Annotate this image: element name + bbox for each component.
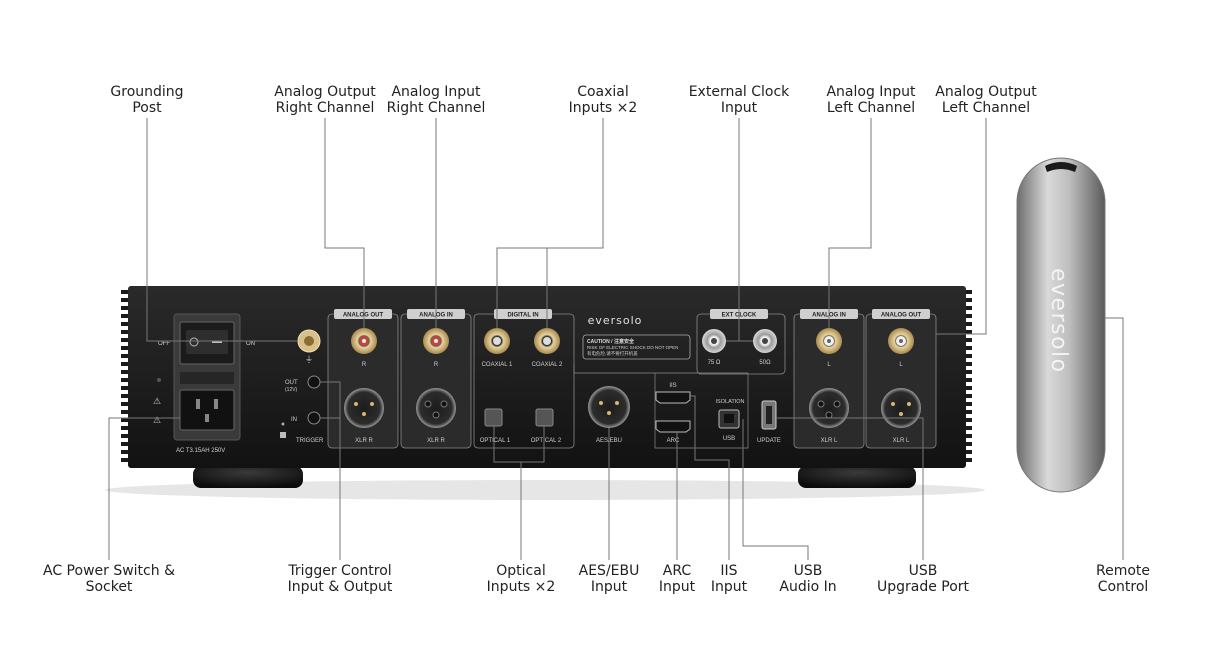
heatsink-right xyxy=(962,290,972,462)
analog-out-r-label: R xyxy=(362,362,367,368)
analog-out-l-label: L xyxy=(899,362,903,368)
analog-in-r-section xyxy=(400,309,472,449)
hdmi-usb-outline xyxy=(573,365,749,449)
aes-ebu-port xyxy=(588,386,630,428)
xlr-l-in-label: XLR L xyxy=(821,438,838,444)
warning-icon-1: ⚠ xyxy=(153,396,161,406)
usb-b-port xyxy=(718,409,740,429)
trigger-ports xyxy=(280,375,321,438)
caution-title: CAUTION / 注意安全 xyxy=(587,338,635,345)
optical2-label: OPTICAL 2 xyxy=(531,438,562,444)
xlr-r-in-label: XLR R xyxy=(427,438,445,444)
update-usb-port xyxy=(761,400,777,430)
ext-clock-section xyxy=(696,309,786,375)
analog-out-r-section xyxy=(327,309,399,449)
analog-in-l-label: L xyxy=(827,362,831,368)
usb-label: USB xyxy=(723,436,735,442)
foot-right xyxy=(798,466,916,488)
xlr-r-out-label: XLR R xyxy=(355,438,373,444)
update-label: UPDATE xyxy=(757,438,781,444)
power-on-label: ON xyxy=(246,341,255,347)
brand-logo: eversolo xyxy=(588,314,643,327)
heatsink-left xyxy=(121,290,131,462)
trigger-out-label: OUT xyxy=(285,380,298,386)
xlr-l-out-label: XLR L xyxy=(893,438,910,444)
svg-text:⏚: ⏚ xyxy=(305,355,313,364)
arc-label: ARC xyxy=(667,438,680,444)
ohm75-label: 75 Ω xyxy=(708,360,721,366)
trigger-label: TRIGGER xyxy=(296,438,324,444)
optical1-label: OPTICAL 1 xyxy=(480,438,511,444)
iis-port xyxy=(655,391,691,404)
caution-line-2: 有电危险,请不要打开机盖 xyxy=(587,350,638,357)
analog-in-l-section xyxy=(793,309,865,449)
isolation-label: ISOLATION xyxy=(716,399,745,405)
coaxial2-label: COAXIAL 2 xyxy=(532,362,563,368)
screw xyxy=(157,378,161,382)
warning-icon-2: ⚠ xyxy=(153,415,161,425)
analog-out-l-header: ANALOG OUT xyxy=(881,313,922,319)
analog-out-r-header: ANALOG OUT xyxy=(343,313,384,319)
trigger-in-label: IN xyxy=(291,417,297,423)
foot-left xyxy=(193,466,303,488)
leader-lines xyxy=(108,118,1124,560)
iis-label: IIS xyxy=(669,383,676,389)
analog-in-r-label: R xyxy=(434,362,439,368)
caution-box xyxy=(582,334,691,360)
power-off-label: OFF xyxy=(158,341,170,347)
callout-ac-power: AC Power Switch &Socket xyxy=(43,563,175,595)
arc-port xyxy=(655,420,691,433)
remote-control xyxy=(1016,157,1106,493)
coaxial1-label: COAXIAL 1 xyxy=(482,362,513,368)
ac-power-module xyxy=(173,313,241,441)
trigger-out-sub: (12V) xyxy=(285,387,298,393)
digital-in-header: DIGITAL IN xyxy=(507,313,538,319)
caution-line-1: RISK OF ELECTRIC SHOCK DO NOT OPEN xyxy=(587,345,678,350)
remote-brand: eversolo xyxy=(1046,268,1071,374)
grounding-post: ⏚ xyxy=(297,329,321,364)
analog-out-l-section xyxy=(865,309,937,449)
digital-in-section xyxy=(473,309,575,449)
ohm50-label: 50Ω xyxy=(759,360,771,366)
fuse-label: AC T3.15AH 250V xyxy=(176,448,225,454)
